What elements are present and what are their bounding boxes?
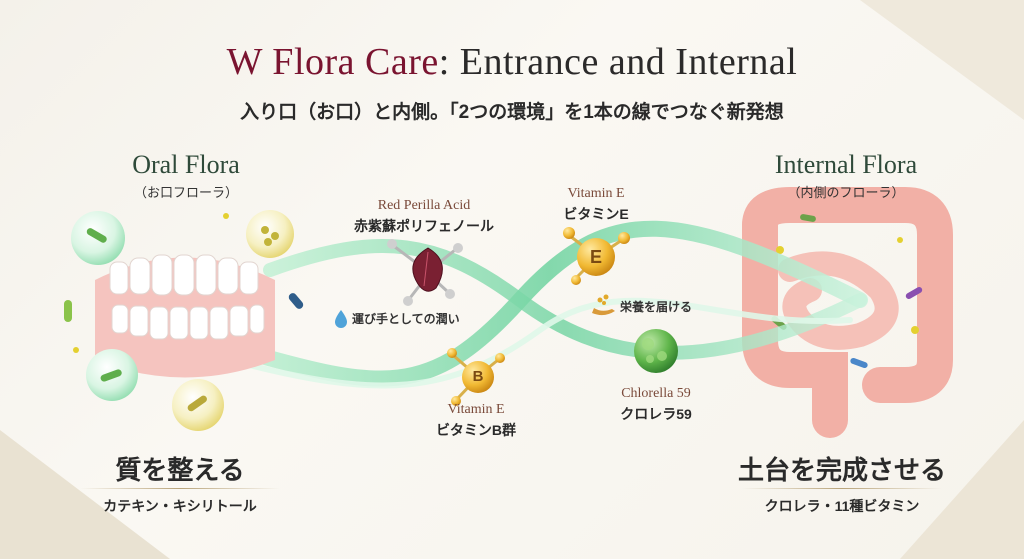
title-accent: W Flora Care <box>226 41 439 83</box>
vitamin-e-letter: E <box>589 247 603 267</box>
paper-fold <box>860 0 1024 120</box>
paper-fold <box>900 420 1024 559</box>
chlorella-label-en: Chlorella 59 <box>621 386 691 401</box>
moisture-note: 運び手としての潤い <box>352 312 460 326</box>
divider <box>742 488 942 489</box>
perilla-leaf-molecule-icon <box>387 239 463 306</box>
oral-flora-title: Oral Flora <box>132 150 240 179</box>
vitamin-b-label-en: Vitamin E <box>447 402 505 417</box>
vitamin-b-molecule-icon <box>447 348 505 406</box>
oral-flora-subtitle: （お口フローラ） <box>133 185 239 200</box>
vitamin-b-letter: B <box>472 368 484 385</box>
teeth-illustration <box>95 254 275 378</box>
vitamin-b-label-ja: ビタミンB群 <box>435 422 517 438</box>
vitamin-e-molecule-icon <box>563 227 630 285</box>
nutrients-note: 栄養を届ける <box>620 300 693 314</box>
vitamin-e-label-en: Vitamin E <box>567 186 625 201</box>
hand-nutrients-icon <box>592 294 615 316</box>
chlorella-label-ja: クロレラ59 <box>620 406 692 422</box>
perilla-label-en: Red Perilla Acid <box>377 198 471 213</box>
internal-headline: 土台を完成させる <box>737 456 947 485</box>
oral-ingredients: カテキン・キシリトール <box>103 498 257 514</box>
chlorella-icon <box>634 329 678 373</box>
title-rest: : Entrance and Internal <box>438 41 798 83</box>
divider <box>80 488 280 489</box>
internal-ingredients: クロレラ・11種ビタミン <box>764 498 920 514</box>
internal-flora-subtitle: （内側のフローラ） <box>787 185 905 200</box>
page-title: W Flora Care: Entrance and Internal <box>0 40 1024 84</box>
flow-ribbons <box>227 220 868 389</box>
perilla-label-ja: 赤紫蘇ポリフェノール <box>354 218 494 234</box>
bacteria-bubbles <box>64 210 304 431</box>
paper-fold <box>0 430 170 559</box>
water-drop-icon <box>335 310 347 328</box>
oral-headline: 質を整える <box>115 456 245 485</box>
page-subtitle: 入り口（お口）と内側。「2つの環境」を1本の線でつなぐ新発想 <box>240 102 784 123</box>
internal-flora-title: Internal Flora <box>774 150 918 179</box>
vitamin-e-label-ja: ビタミンE <box>563 206 629 222</box>
